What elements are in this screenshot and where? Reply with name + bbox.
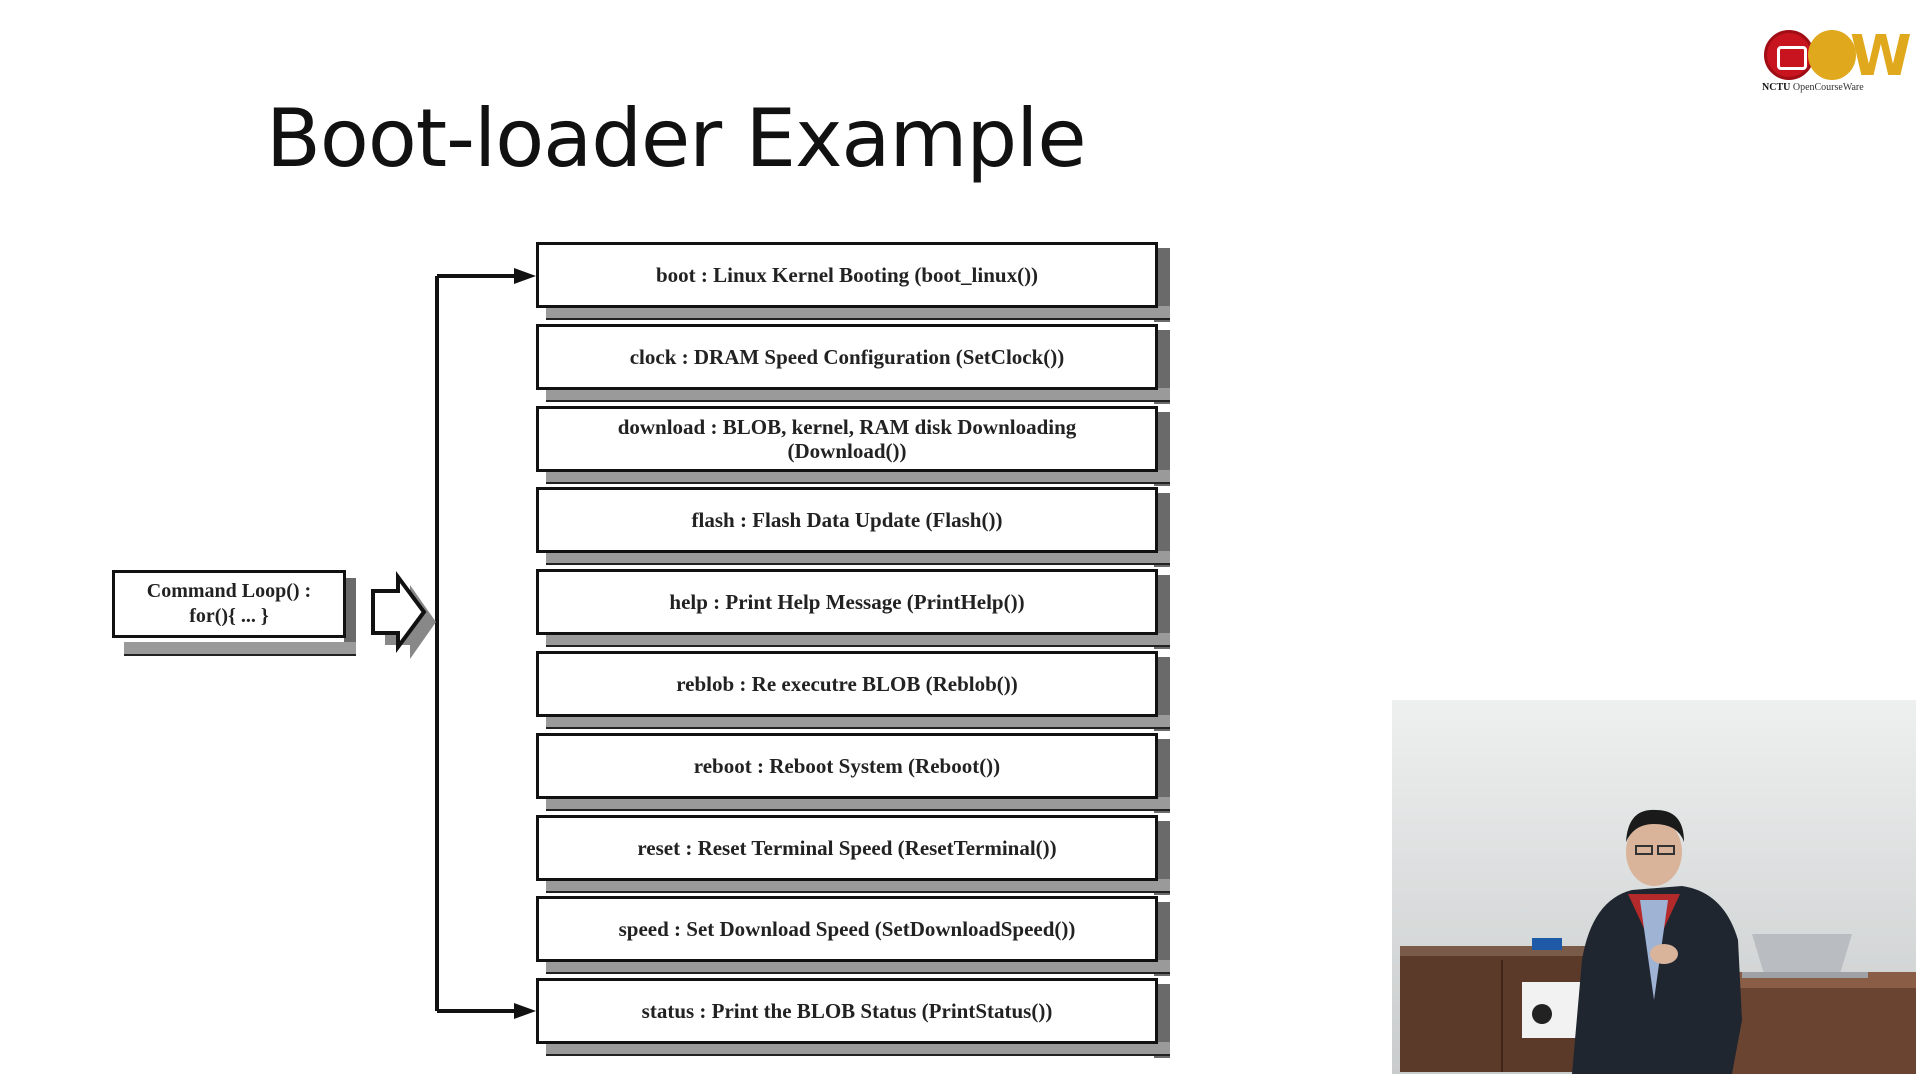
block-arrow-icon <box>371 570 427 654</box>
command-item-line1: boot : Linux Kernel Booting (boot_linux(… <box>655 263 1039 287</box>
command-loop-line1: Command Loop() : <box>146 580 312 602</box>
command-item-line1: help : Print Help Message (PrintHelp()) <box>669 590 1025 614</box>
command-item-shadow-right <box>1154 412 1170 486</box>
command-item-shadow-right <box>1154 248 1170 322</box>
command-item-shadow-bottom <box>546 715 1170 729</box>
presenter-video-image <box>1392 700 1916 1074</box>
command-item-box: reset : Reset Terminal Speed (ResetTermi… <box>536 815 1158 881</box>
command-item-shadow-bottom <box>546 470 1170 484</box>
slide-title: Boot-loader Example <box>266 92 1087 185</box>
command-item-shadow-right <box>1154 575 1170 649</box>
command-item-box: flash : Flash Data Update (Flash()) <box>536 487 1158 553</box>
command-item-shadow-right <box>1154 902 1170 976</box>
command-item-shadow-bottom <box>546 879 1170 893</box>
command-item-shadow-bottom <box>546 633 1170 647</box>
command-loop-shadow-bottom <box>124 642 356 656</box>
command-item-box: clock : DRAM Speed Configuration (SetClo… <box>536 324 1158 390</box>
command-item-shadow-right <box>1154 821 1170 895</box>
ocw-logo: W NCTU OpenCourseWare <box>1758 24 1912 96</box>
command-item-shadow-bottom <box>546 388 1170 402</box>
command-item-line1: clock : DRAM Speed Configuration (SetClo… <box>629 345 1065 369</box>
command-item-shadow-right <box>1154 493 1170 567</box>
logo-caption-nctu: NCTU <box>1762 82 1791 93</box>
command-loop-box: Command Loop() : for(){ ... } <box>112 570 346 638</box>
command-item-line1: status : Print the BLOB Status (PrintSta… <box>641 999 1053 1023</box>
logo-caption-ocw: OpenCourseWare <box>1792 82 1864 93</box>
command-item-line1: reset : Reset Terminal Speed (ResetTermi… <box>637 836 1057 860</box>
connector-top-arrowhead-icon <box>514 268 536 284</box>
command-item-box: reboot : Reboot System (Reboot()) <box>536 733 1158 799</box>
command-item-shadow-right <box>1154 330 1170 404</box>
command-item-box: speed : Set Download Speed (SetDownloadS… <box>536 896 1158 962</box>
command-item-shadow-bottom <box>546 1042 1170 1056</box>
presenter-video <box>1392 700 1916 1074</box>
logo-w-letter: W <box>1850 24 1912 89</box>
command-item-shadow-bottom <box>546 551 1170 565</box>
command-loop-shadow-right <box>344 578 356 654</box>
command-item-line1: reboot : Reboot System (Reboot()) <box>693 754 1001 778</box>
command-item-shadow-bottom <box>546 306 1170 320</box>
command-item-box: boot : Linux Kernel Booting (boot_linux(… <box>536 242 1158 308</box>
command-item-shadow-right <box>1154 739 1170 813</box>
command-item-box: reblob : Re executre BLOB (Reblob()) <box>536 651 1158 717</box>
command-item-shadow-right <box>1154 657 1170 731</box>
command-item-shadow-right <box>1154 984 1170 1058</box>
command-item-line1: flash : Flash Data Update (Flash()) <box>691 508 1003 532</box>
command-item-shadow-bottom <box>546 797 1170 811</box>
connector-bottom-arrowhead-icon <box>514 1003 536 1019</box>
command-item-line2: (Download()) <box>787 439 907 463</box>
command-item-line1: download : BLOB, kernel, RAM disk Downlo… <box>617 415 1077 439</box>
logo-caption: NCTU OpenCourseWare <box>1762 82 1864 93</box>
command-item-line1: reblob : Re executre BLOB (Reblob()) <box>676 672 1018 696</box>
command-item-box: download : BLOB, kernel, RAM disk Downlo… <box>536 406 1158 472</box>
command-loop-line2: for(){ ... } <box>189 605 269 627</box>
command-item-box: help : Print Help Message (PrintHelp()) <box>536 569 1158 635</box>
command-item-box: status : Print the BLOB Status (PrintSta… <box>536 978 1158 1044</box>
command-item-shadow-bottom <box>546 960 1170 974</box>
logo-gold-circle-icon <box>1808 30 1856 80</box>
command-item-line1: speed : Set Download Speed (SetDownloadS… <box>618 917 1076 941</box>
